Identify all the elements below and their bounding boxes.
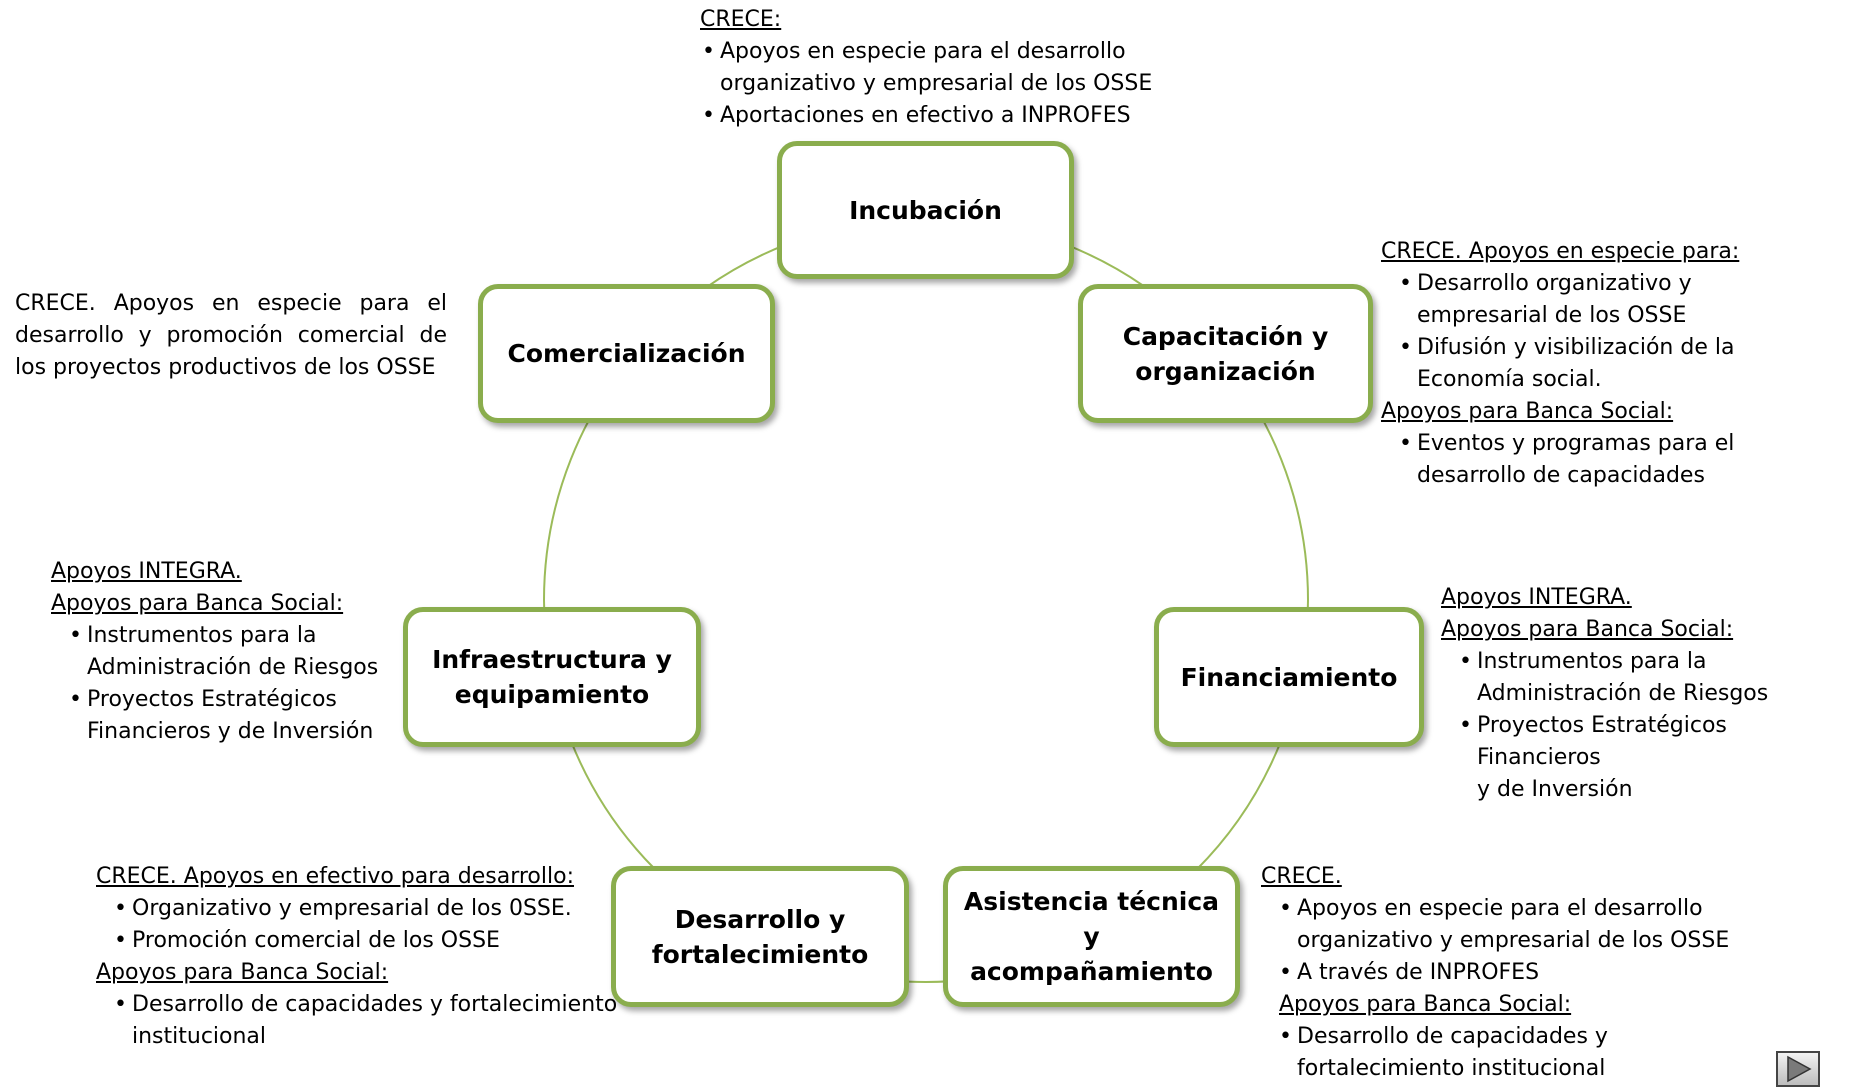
note-asistencia-item: Apoyos en especie para el desarrollo org… (1279, 893, 1730, 957)
node-asistencia-line-1: Asistencia técnica y (963, 887, 1220, 951)
note-capacitacion-item-1-line-2: empresarial de los OSSE (1417, 303, 1687, 328)
note-asistencia-item: Desarrollo de capacidades y fortalecimie… (1279, 1021, 1729, 1085)
node-capacitacion-organizacion: Capacitación y organización (1078, 284, 1373, 423)
note-comercializacion-line-2: desarrollo y promoción comercial de (15, 323, 447, 348)
node-capacitacion-line-2: organización (1135, 356, 1316, 386)
node-financiamiento: Financiamiento (1154, 607, 1424, 747)
note-infraestructura-item-1-line-1: Instrumentos para la (87, 623, 317, 648)
note-desarrollo-heading-2: Apoyos para Banca Social: (96, 960, 389, 985)
note-asistencia-item-1-line-2: organizativo y empresarial de los OSSE (1297, 928, 1730, 953)
note-capacitacion-heading-2: Apoyos para Banca Social: (1381, 399, 1674, 424)
node-infraestructura-equipamiento: Infraestructura y equipamiento (403, 607, 701, 747)
note-asistencia-item-3-line-2: fortalecimiento institucional (1297, 1056, 1606, 1081)
note-desarrollo-item: Organizativo y empresarial de los 0SSE. (114, 893, 617, 925)
note-incubacion-item-1-line-1: Apoyos en especie para el desarrollo (720, 39, 1126, 64)
note-incubacion-item-2-line-1: Aportaciones en efectivo a INPROFES (720, 103, 1131, 128)
note-capacitacion-item-3-line-2: desarrollo de capacidades (1417, 463, 1705, 488)
note-asistencia-item-3-line-1: Desarrollo de capacidades y (1297, 1024, 1608, 1049)
note-capacitacion-item-2-line-2: Economía social. (1417, 367, 1602, 392)
note-infraestructura: Apoyos INTEGRA. Apoyos para Banca Social… (51, 556, 378, 748)
note-desarrollo-item-2-line-1: Promoción comercial de los OSSE (132, 928, 500, 953)
note-financiamiento-item-2-line-1: Proyectos Estratégicos Financieros (1477, 713, 1727, 770)
note-infraestructura-item-2-line-1: Proyectos Estratégicos (87, 687, 337, 712)
note-desarrollo-item: Promoción comercial de los OSSE (114, 925, 617, 957)
note-comercializacion-line-1: CRECE. Apoyos en especie para el (15, 291, 447, 316)
note-desarrollo-item: Desarrollo de capacidades y fortalecimie… (114, 989, 618, 1053)
note-infraestructura-heading: Apoyos INTEGRA. (51, 559, 242, 584)
note-financiamiento-heading-2: Apoyos para Banca Social: (1441, 617, 1734, 642)
node-incubacion: Incubación (777, 141, 1074, 279)
note-incubacion-item: Aportaciones en efectivo a INPROFES (702, 100, 1152, 132)
note-comercializacion-line-3: los proyectos productivos de los OSSE (15, 355, 436, 380)
note-financiamiento-item-1-line-2: Administración de Riesgos (1477, 681, 1769, 706)
play-next-icon (1787, 1055, 1812, 1083)
node-asistencia-tecnica: Asistencia técnica y acompañamiento (943, 866, 1240, 1007)
note-capacitacion-item-2-line-1: Difusión y visibilización de la (1417, 335, 1735, 360)
note-comercializacion: CRECE. Apoyos en especie para el desarro… (15, 288, 447, 384)
note-financiamiento-heading: Apoyos INTEGRA. (1441, 585, 1632, 610)
note-asistencia-item-1-line-1: Apoyos en especie para el desarrollo (1297, 896, 1703, 921)
note-capacitacion-item: Desarrollo organizativo y empresarial de… (1399, 268, 1739, 332)
note-desarrollo: CRECE. Apoyos en efectivo para desarroll… (96, 861, 617, 1053)
note-capacitacion-heading: CRECE. Apoyos en especie para: (1381, 239, 1740, 264)
note-desarrollo-item-3-line-2: institucional (132, 1024, 267, 1049)
note-financiamiento-item-2-line-2: y de Inversión (1477, 777, 1633, 802)
note-financiamiento-item: Instrumentos para la Administración de R… (1459, 646, 1854, 710)
node-desarrollo-line-2: fortalecimiento (651, 939, 869, 969)
note-desarrollo-item-1-line-1: Organizativo y empresarial de los 0SSE. (132, 896, 572, 921)
note-incubacion: CRECE: Apoyos en especie para el desarro… (700, 4, 1152, 132)
note-capacitacion-item-1-line-1: Desarrollo organizativo y (1417, 271, 1692, 296)
note-financiamiento: Apoyos INTEGRA. Apoyos para Banca Social… (1441, 582, 1854, 806)
note-asistencia-item: A través de INPROFES (1279, 957, 1729, 989)
note-incubacion-heading: CRECE: (700, 7, 782, 32)
node-infraestructura-line-2: equipamiento (454, 680, 650, 709)
note-infraestructura-heading-2: Apoyos para Banca Social: (51, 591, 344, 616)
note-capacitacion: CRECE. Apoyos en especie para: Desarroll… (1381, 236, 1739, 492)
note-capacitacion-item: Difusión y visibilización de la Economía… (1399, 332, 1739, 396)
note-incubacion-item: Apoyos en especie para el desarrollo org… (702, 36, 1153, 100)
note-financiamiento-item: Proyectos Estratégicos Financieros y de … (1459, 710, 1854, 806)
node-infraestructura-line-1: Infraestructura y (432, 645, 672, 674)
note-infraestructura-item: Proyectos Estratégicos Financieros y de … (69, 684, 378, 748)
note-capacitacion-item-3-line-1: Eventos y programas para el (1417, 431, 1735, 456)
note-desarrollo-item-3-line-1: Desarrollo de capacidades y fortalecimie… (132, 992, 618, 1017)
node-comercializacion-label: Comercialización (507, 339, 746, 368)
note-asistencia-heading-2: Apoyos para Banca Social: (1279, 992, 1572, 1017)
note-capacitacion-item: Eventos y programas para el desarrollo d… (1399, 428, 1739, 492)
next-slide-button[interactable] (1776, 1051, 1820, 1087)
note-asistencia: CRECE. Apoyos en especie para el desarro… (1261, 861, 1729, 1085)
note-infraestructura-item-1-line-2: Administración de Riesgos (87, 655, 379, 680)
node-desarrollo-line-1: Desarrollo y (674, 904, 846, 934)
note-infraestructura-item-2-line-2: Financieros y de Inversión (87, 719, 374, 744)
note-financiamiento-item-1-line-1: Instrumentos para la (1477, 649, 1707, 674)
node-desarrollo-fortalecimiento: Desarrollo y fortalecimiento (611, 866, 909, 1007)
node-asistencia-line-2: acompañamiento (970, 957, 1213, 986)
note-asistencia-heading: CRECE. (1261, 864, 1342, 889)
note-incubacion-item-1-line-2: organizativo y empresarial de los OSSE (720, 71, 1153, 96)
note-asistencia-item-2-line-1: A través de INPROFES (1297, 960, 1540, 985)
node-capacitacion-line-1: Capacitación y (1122, 321, 1329, 351)
node-financiamiento-label: Financiamiento (1180, 662, 1398, 692)
note-desarrollo-heading: CRECE. Apoyos en efectivo para desarroll… (96, 864, 574, 889)
note-infraestructura-item: Instrumentos para la Administración de R… (69, 620, 379, 684)
node-comercializacion: Comercialización (478, 284, 775, 423)
node-incubacion-label: Incubación (849, 195, 1002, 225)
